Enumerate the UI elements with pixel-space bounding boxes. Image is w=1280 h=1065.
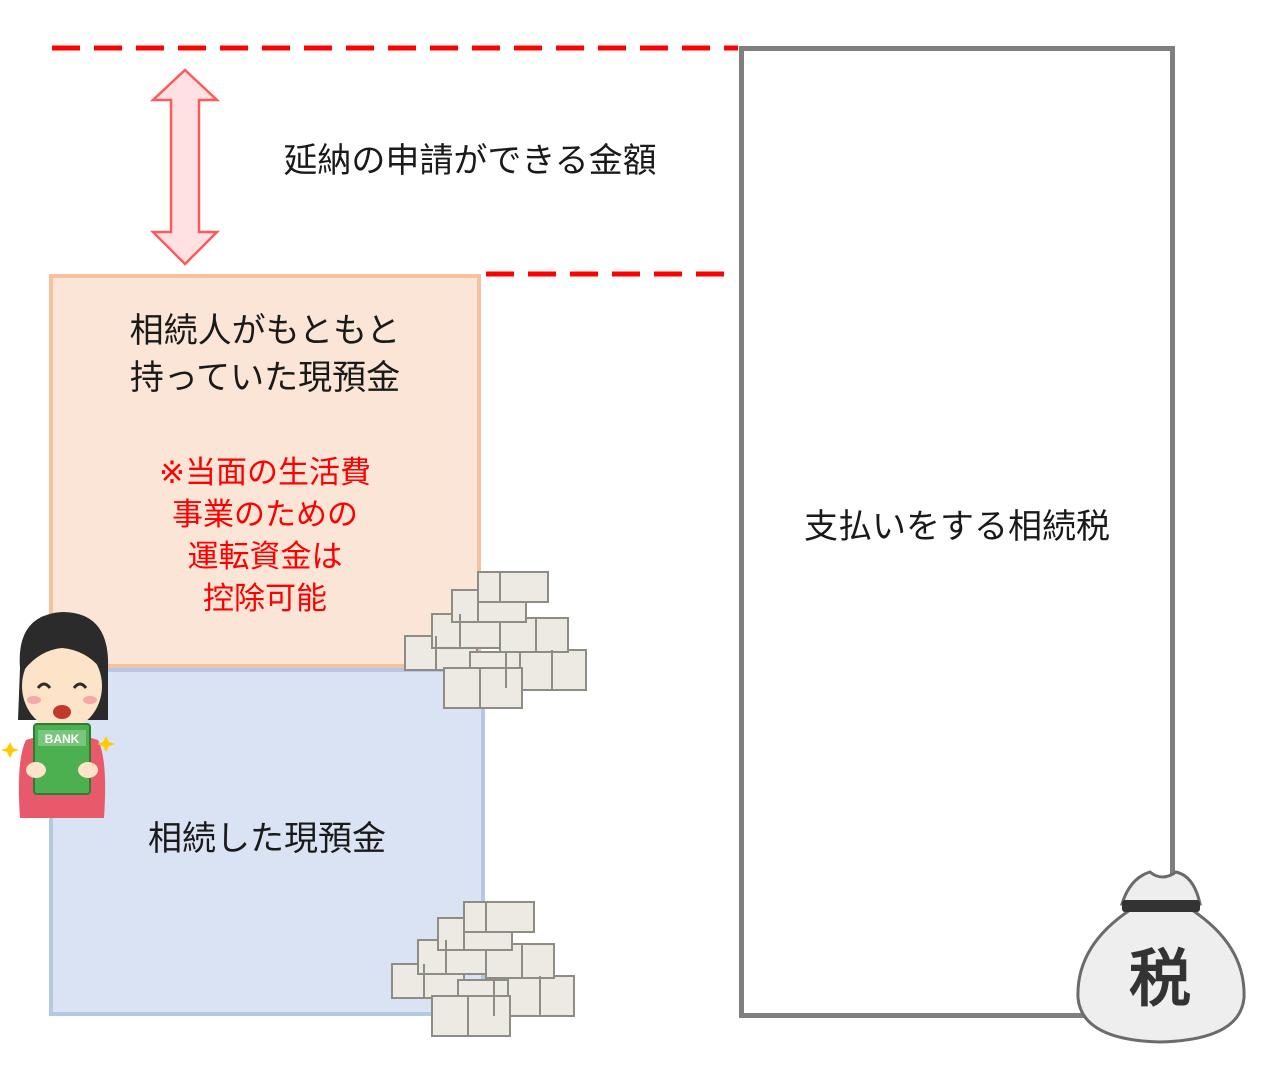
deferral-amount-label: 延納の申請ができる金額 — [283, 141, 657, 181]
owned-cash-label-line1: 相続人がもともと — [129, 311, 401, 351]
deduction-note-line3: 運転資金は — [187, 539, 343, 576]
deduction-note: ※当面の生活費 事業のための 運転資金は 控除可能 — [49, 452, 481, 621]
double-arrow-icon — [149, 68, 221, 266]
owned-cash-label-line2: 持っていた現預金 — [129, 357, 401, 398]
money-stack-icon-upper — [404, 571, 587, 709]
tax-payment-box — [739, 46, 1175, 1018]
tax-bag-label: 税 — [1129, 942, 1191, 1015]
tax-to-pay-label: 支払いをする相続税 — [804, 507, 1110, 547]
bankbook-label: BANK — [45, 732, 80, 746]
money-stack-icon-lower — [391, 901, 575, 1037]
owned-cash-box — [49, 274, 481, 668]
deduction-note-line4: 控除可能 — [203, 581, 327, 618]
deduction-note-line2: 事業のための — [172, 497, 358, 534]
owned-cash-label: 相続人がもともと 持っていた現預金 — [49, 308, 481, 402]
inherited-cash-box — [49, 668, 485, 1016]
deduction-note-line1: ※当面の生活費 — [159, 455, 371, 491]
woman-with-bankbook-icon: BANK — [1, 612, 115, 818]
inherited-cash-label: 相続した現預金 — [148, 819, 386, 859]
tax-money-bag-icon: 税 — [1076, 870, 1246, 1044]
